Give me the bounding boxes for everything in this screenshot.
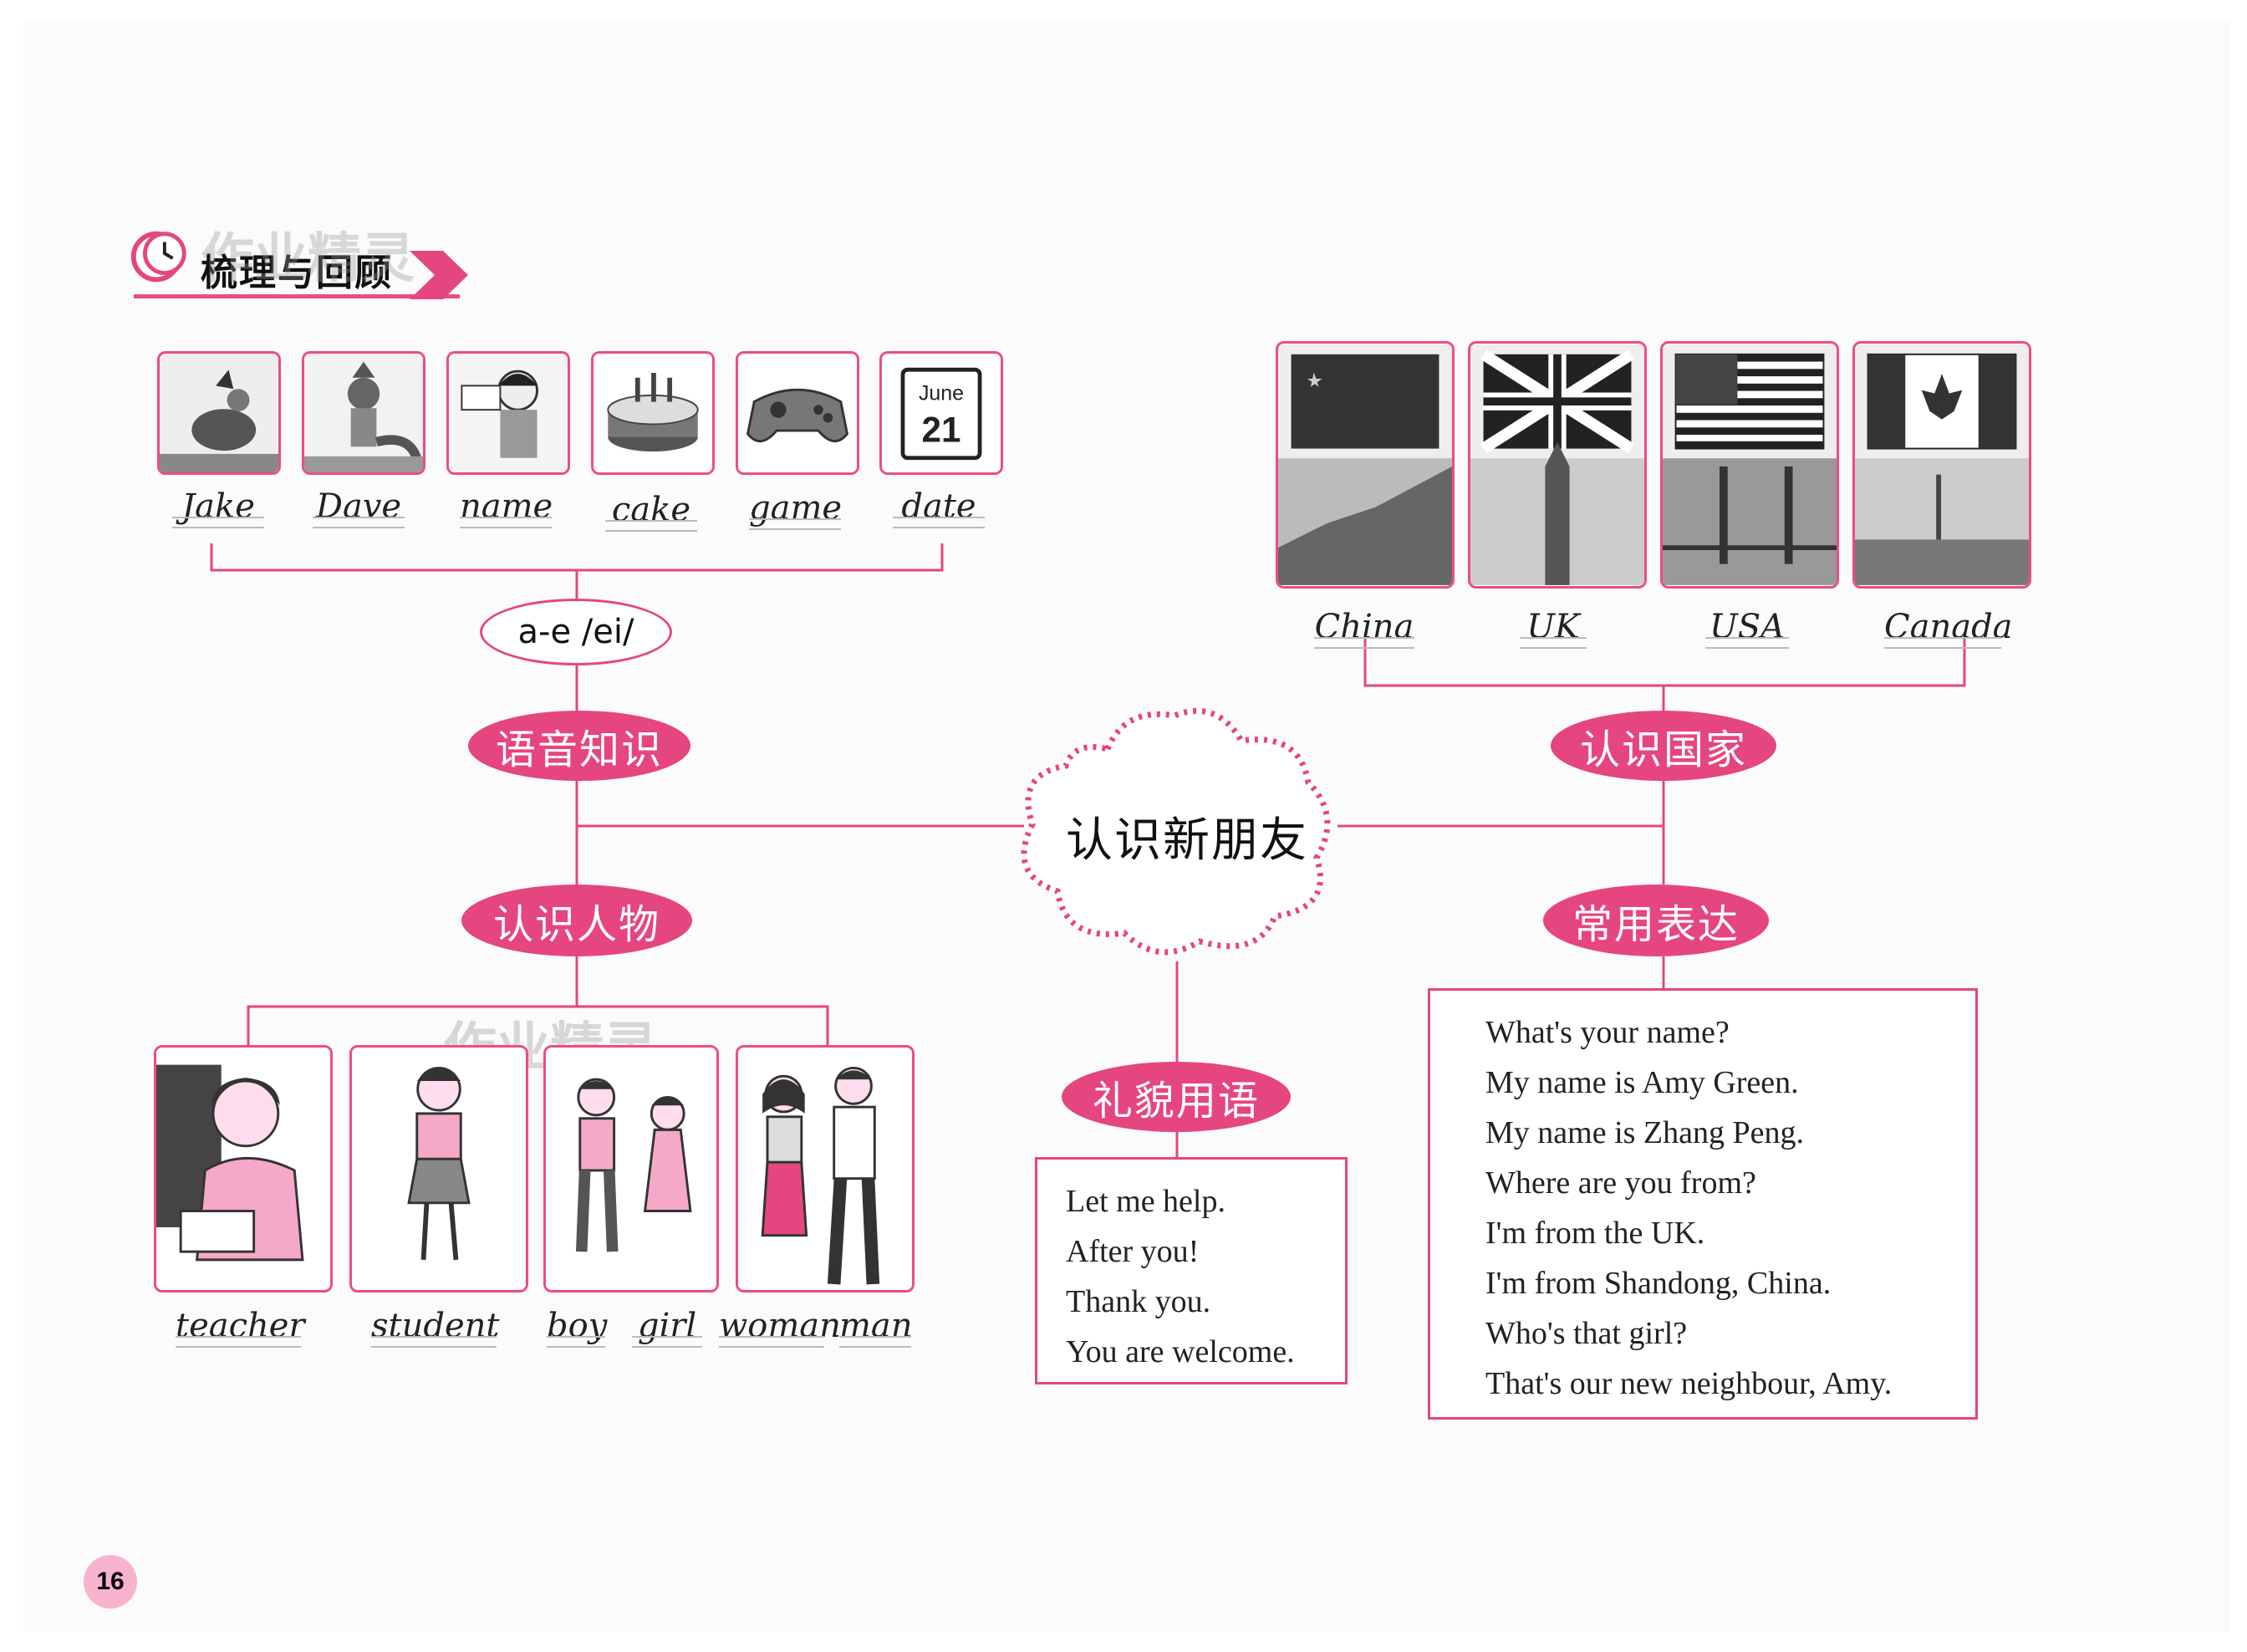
expression-line: What's your name?: [1485, 1007, 1975, 1058]
label-countries: 认识国家: [1551, 711, 1776, 781]
watermark-top: 作业精灵: [201, 216, 415, 293]
woman-man-picture: [736, 1045, 915, 1293]
boy-girl-picture: [543, 1045, 719, 1293]
label-polite: 礼貌用语: [1062, 1062, 1291, 1132]
date-picture: June 21: [879, 351, 1003, 475]
word-game: game: [749, 492, 841, 525]
expression-line: My name is Amy Green.: [1485, 1058, 1975, 1108]
polite-line: Let me help.: [1066, 1176, 1345, 1226]
calendar-month: June: [919, 382, 964, 405]
word-woman: woman: [719, 1309, 824, 1343]
uk-picture: [1468, 341, 1647, 589]
label-expressions: 常用表达: [1543, 885, 1769, 956]
china-picture: [1276, 341, 1455, 589]
polite-line: After you!: [1066, 1226, 1345, 1277]
name-picture: [446, 351, 570, 475]
canada-picture: [1852, 341, 2031, 589]
expression-line: Who's that girl?: [1485, 1308, 1975, 1359]
clock-review-icon: [127, 224, 192, 289]
expression-line: Where are you from?: [1485, 1158, 1975, 1208]
expression-line: That's our new neighbour, Amy.: [1485, 1359, 1975, 1409]
word-date: date: [893, 490, 985, 523]
polite-line: You are welcome.: [1066, 1327, 1345, 1377]
word-student: student: [371, 1309, 497, 1343]
teacher-picture: [154, 1045, 333, 1293]
word-china: China: [1314, 610, 1414, 644]
game-picture: [736, 351, 859, 475]
word-name: name: [460, 490, 552, 523]
jake-picture: [157, 351, 281, 475]
word-cake: cake: [605, 493, 697, 527]
calendar-day: 21: [922, 410, 961, 450]
dave-picture: [302, 351, 425, 475]
word-dave: Dave: [313, 490, 405, 523]
word-boy: boy: [547, 1309, 605, 1343]
expressions-box: What's your name? My name is Amy Green. …: [1428, 988, 1978, 1420]
label-phonics: 语音知识: [468, 711, 690, 781]
page-number: 16: [84, 1555, 137, 1609]
chevron-right-icon: [410, 251, 468, 299]
center-topic: 认识新朋友: [1045, 803, 1329, 870]
polite-box: Let me help. After you! Thank you. You a…: [1035, 1157, 1348, 1384]
word-jake: Jake: [172, 490, 264, 523]
polite-line: Thank you.: [1066, 1277, 1345, 1327]
expression-line: My name is Zhang Peng.: [1485, 1108, 1975, 1158]
usa-picture: [1660, 341, 1839, 589]
word-usa: USA: [1705, 610, 1789, 644]
word-uk: UK: [1520, 610, 1587, 644]
phonics-sound: a-e /ei/: [480, 599, 672, 665]
student-picture: [349, 1045, 528, 1293]
word-man: man: [839, 1309, 911, 1343]
expression-line: I'm from Shandong, China.: [1485, 1258, 1975, 1308]
expression-line: I'm from the UK.: [1485, 1208, 1975, 1258]
word-teacher: teacher: [176, 1309, 301, 1343]
word-canada: Canada: [1884, 610, 2001, 644]
label-people: 认识人物: [461, 885, 692, 956]
cake-picture: [591, 351, 715, 475]
word-girl: girl: [632, 1309, 702, 1343]
